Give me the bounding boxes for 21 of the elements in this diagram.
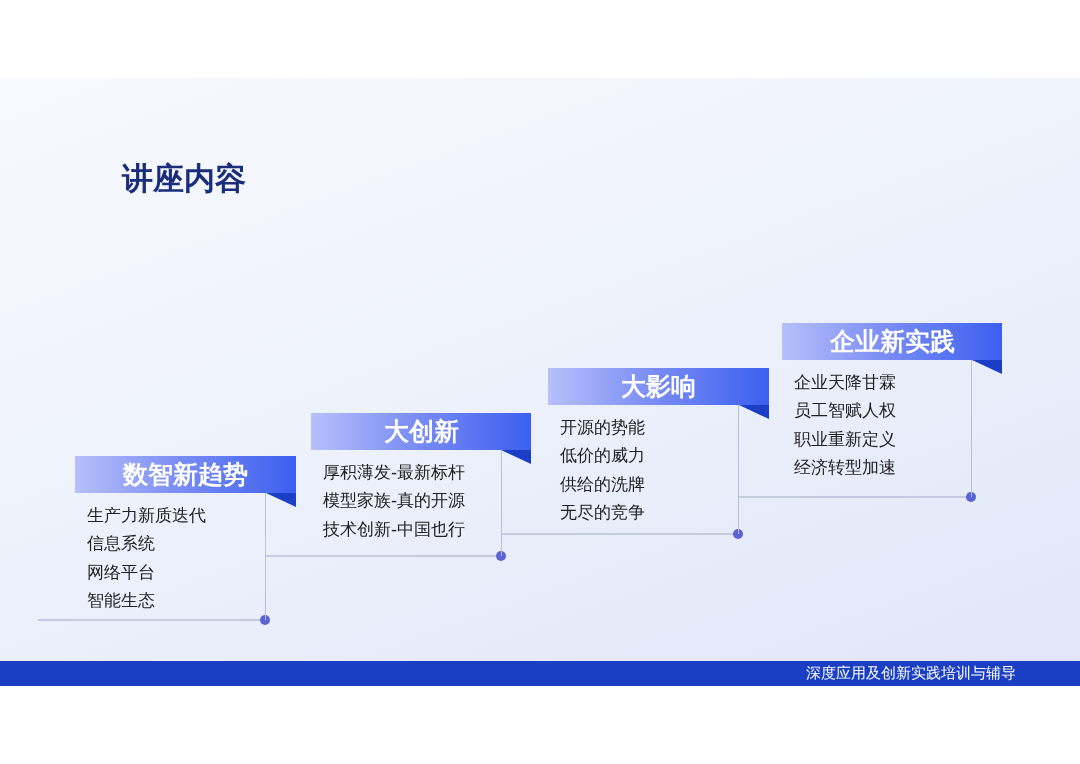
list-item: 无尽的竞争 [560,500,645,523]
list-item: 开源的势能 [560,416,645,438]
list-item: 员工智赋人权 [794,399,896,422]
list-item: 低价的威力 [560,444,645,467]
list-item: 厚积薄发-最新标杆 [323,461,466,483]
list-item: 信息系统 [87,532,155,555]
list-item: 模型家族-真的开源 [323,489,466,512]
list-item: 网络平台 [87,560,155,583]
step-heading: 数智新趋势 [75,456,296,493]
footer-text: 深度应用及创新实践培训与辅导 [806,664,1016,683]
list-item: 技术创新-中国也行 [323,517,466,540]
list-item: 经济转型加速 [794,455,896,478]
list-item: 智能生态 [87,588,155,611]
step-heading: 大创新 [311,413,531,450]
list-item: 生产力新质迭代 [87,504,206,526]
list-item: 供给的洗牌 [560,472,645,495]
step-heading: 企业新实践 [782,323,1002,360]
list-item: 企业天降甘霖 [794,371,896,393]
slide-title: 讲座内容 [122,159,246,198]
step-heading: 大影响 [548,368,769,405]
list-item: 职业重新定义 [794,427,896,450]
